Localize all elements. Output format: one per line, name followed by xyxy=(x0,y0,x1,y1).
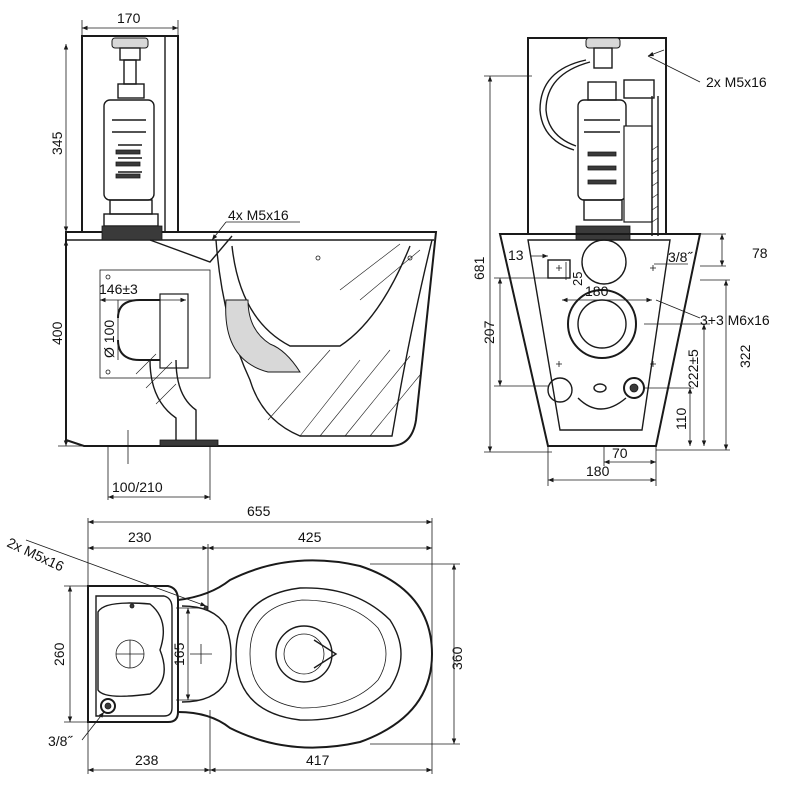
dim-front-180-upper: 180 xyxy=(585,283,609,299)
front-view xyxy=(498,37,702,447)
dim-side-100-210: 100/210 xyxy=(112,479,163,495)
side-gasket xyxy=(101,225,163,241)
dim-front-681: 681 xyxy=(471,256,487,280)
dim-front-322: 322 xyxy=(737,344,753,368)
front-left-hole xyxy=(547,377,573,403)
dim-top-230: 230 xyxy=(128,529,152,545)
top-drain-outer xyxy=(275,625,333,683)
side-trap xyxy=(225,299,301,373)
top-seat-edge xyxy=(181,605,232,703)
dim-top-238: 238 xyxy=(135,752,159,768)
dim-front-3-8: 3/8˝ xyxy=(668,249,693,265)
callout-front-2x-m5x16: 2x M5x16 xyxy=(706,74,767,90)
dim-front-180-lower: 180 xyxy=(586,463,610,479)
side-view-dimensions: 170 345 400 146±3 Ø 100 100/210 4x M5x16 xyxy=(49,10,300,500)
callout-side-4x-m5x16: 4x M5x16 xyxy=(228,207,289,223)
top-screw-right xyxy=(203,605,209,611)
front-outlet-ring-inner xyxy=(577,299,627,349)
dim-front-222: 222±5 xyxy=(685,349,701,388)
top-screw-left xyxy=(129,603,135,609)
dim-front-70: 70 xyxy=(612,445,628,461)
dim-front-78: 78 xyxy=(752,245,768,261)
front-inlet-ring xyxy=(581,239,627,285)
front-flush-valve xyxy=(577,81,627,221)
callout-front-3-3-m6x16: 3+3 M6x16 xyxy=(700,312,770,328)
front-flush-button xyxy=(585,37,621,49)
front-bowl-outline xyxy=(498,233,702,447)
top-drain-inner xyxy=(283,633,325,675)
front-cable xyxy=(539,59,587,151)
dim-front-25: 25 xyxy=(570,272,585,286)
front-fill-valve xyxy=(623,79,659,236)
top-drain-arrow xyxy=(313,639,338,669)
side-flush-valve xyxy=(103,83,159,227)
dim-front-110: 110 xyxy=(673,407,689,430)
dim-side-400: 400 xyxy=(49,321,65,345)
side-flush-button xyxy=(111,37,149,49)
dim-top-425: 425 xyxy=(298,529,322,545)
dim-front-13: 13 xyxy=(508,247,524,263)
side-floor-slot xyxy=(159,439,219,447)
side-outlet xyxy=(99,269,211,445)
front-view-dimensions: 2x M5x16 681 13 25 3/8˝ 78 180 3+3 M6x16… xyxy=(471,49,770,486)
dim-top-417: 417 xyxy=(306,752,330,768)
top-view-dimensions: 655 230 425 2x M5x16 260 165 360 3/8˝ 23… xyxy=(5,503,465,774)
top-view xyxy=(87,559,434,749)
side-tank-outline xyxy=(81,35,179,233)
dim-top-165: 165 xyxy=(171,642,187,666)
dim-front-207: 207 xyxy=(481,320,497,344)
dim-top-360: 360 xyxy=(449,646,465,670)
callout-top-2x-m5x16: 2x M5x16 xyxy=(5,534,67,574)
front-outlet-ring-outer xyxy=(567,289,637,359)
dim-side-146: 146±3 xyxy=(99,281,138,297)
dim-top-260: 260 xyxy=(51,642,67,666)
top-water-connection xyxy=(100,698,116,714)
dim-top-655: 655 xyxy=(247,503,271,519)
side-view xyxy=(65,35,438,447)
front-small-rect xyxy=(547,259,571,279)
top-bowl-outline xyxy=(177,559,434,749)
side-bowl-outline xyxy=(65,231,438,447)
dim-side-diameter: Ø 100 xyxy=(101,320,117,358)
dim-side-170: 170 xyxy=(117,10,141,26)
dim-top-3-8: 3/8˝ xyxy=(48,733,73,749)
top-tank-lid xyxy=(97,602,165,697)
top-bowl-rim xyxy=(235,587,402,721)
dim-side-345: 345 xyxy=(49,131,65,155)
